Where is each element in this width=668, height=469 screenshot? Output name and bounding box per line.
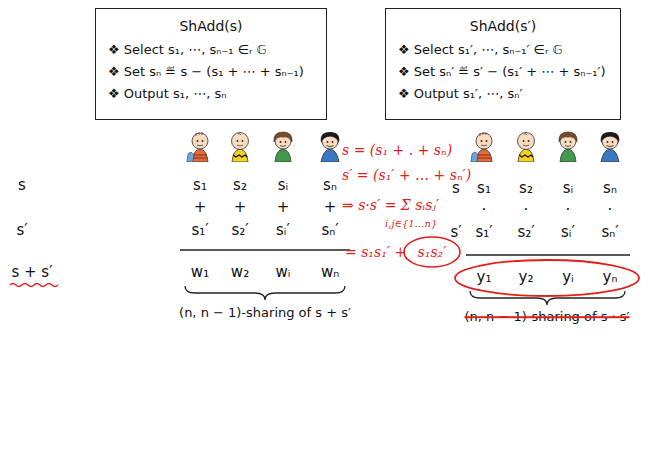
share: s₁′ <box>475 223 492 241</box>
algorithm-step: ❖ Select s₁′, ⋯, sₙ₋₁′ ∈ᵣ 𝔾 <box>398 39 608 61</box>
row-label: s′ <box>16 221 27 239</box>
row-label: s <box>18 176 26 194</box>
share: s₁ <box>477 179 491 197</box>
share: sₙ′ <box>321 221 338 239</box>
operator: · <box>524 201 529 219</box>
row-label: s + s′ <box>11 263 52 281</box>
character-icons <box>187 132 619 162</box>
operator: + <box>324 198 337 216</box>
red-squiggle <box>10 284 58 287</box>
share: s₁′ <box>191 221 208 239</box>
share: yᵢ <box>562 268 574 286</box>
algorithm-step: ❖ Output s₁′, ⋯, sₙ′ <box>398 83 608 105</box>
operator: + <box>234 198 247 216</box>
share: s₂ <box>519 179 533 197</box>
operator: · <box>482 201 487 219</box>
operator: · <box>566 201 571 219</box>
box-title: ShAdd(s) <box>108 15 314 37</box>
algorithm-box: ShAdd(s)❖ Select s₁, ⋯, sₙ₋₁ ∈ᵣ 𝔾❖ Set s… <box>95 8 327 120</box>
sum-rule <box>466 254 630 255</box>
red-circle <box>404 237 460 267</box>
algorithm-step: ❖ Output s₁, ⋯, sₙ <box>108 83 314 105</box>
algorithm-box: ShAdd(s′)❖ Select s₁′, ⋯, sₙ₋₁′ ∈ᵣ 𝔾❖ Se… <box>385 8 621 120</box>
red-circle <box>455 260 639 296</box>
share: y₁ <box>477 268 492 286</box>
share: s₁ <box>193 176 207 194</box>
handwritten-note: = s₁s₁′ + <box>345 244 406 261</box>
share: s₂ <box>233 176 247 194</box>
share: wᵢ <box>276 263 291 281</box>
algorithm-step: ❖ Select s₁, ⋯, sₙ₋₁ ∈ᵣ 𝔾 <box>108 39 314 61</box>
share: sᵢ <box>563 179 574 197</box>
share: yₙ <box>603 268 618 286</box>
share: s₂′ <box>231 221 248 239</box>
share: w₂ <box>231 263 249 281</box>
share: y₂ <box>519 268 534 286</box>
share: sₙ <box>603 179 617 197</box>
row-label: s <box>452 179 460 197</box>
operator: + <box>277 198 290 216</box>
share: w₁ <box>191 263 209 281</box>
handwritten-note: s = (s₁ + . + sₙ) <box>342 142 452 159</box>
handwritten-note: s₁s₂′ <box>418 244 447 261</box>
share: sᵢ <box>278 176 289 194</box>
sum-rule <box>180 249 350 250</box>
share: s₂′ <box>517 223 534 241</box>
share: sₙ <box>323 176 337 194</box>
operator: · <box>608 201 613 219</box>
share: wₙ <box>321 263 339 281</box>
algorithm-step: ❖ Set sₙ ≝ s − (s₁ + ⋯ + sₙ₋₁) <box>108 61 314 83</box>
operator: + <box>194 198 207 216</box>
handwritten-note: s′ = (s₁′ + … + sₙ′) <box>342 167 471 184</box>
handwritten-note: ⇒ s·s′ = Σ sᵢsⱼ′ <box>342 197 439 214</box>
sharing-caption: (n, n − 1)-sharing of s + s′ <box>179 305 351 321</box>
brace <box>185 286 345 300</box>
row-label: s′ <box>450 223 461 241</box>
handwritten-note: i,j∈{1…n} <box>385 218 437 230</box>
box-title: ShAdd(s′) <box>398 15 608 37</box>
algorithm-step: ❖ Set sₙ′ ≝ s′ − (s₁′ + ⋯ + sₙ₋₁′) <box>398 61 608 83</box>
sharing-caption: (n, n − 1)-sharing of s · s′ <box>464 309 629 325</box>
share: sᵢ′ <box>561 223 575 241</box>
share: sₙ′ <box>601 223 618 241</box>
share: sᵢ′ <box>276 221 290 239</box>
